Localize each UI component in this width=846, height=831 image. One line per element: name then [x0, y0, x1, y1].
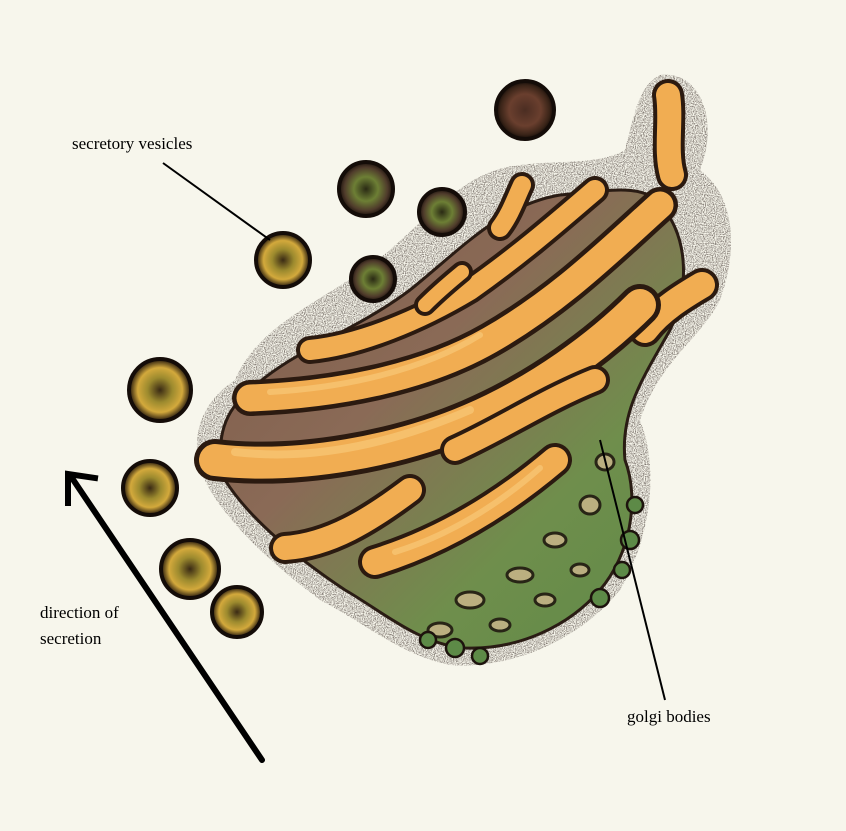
vesicle [496, 81, 554, 139]
golgi-bodies-label: golgi bodies [627, 704, 711, 730]
vesicle [129, 359, 191, 421]
vesicle [256, 233, 310, 287]
vesicle [212, 587, 262, 637]
secretory-vesicles-label: secretory vesicles [72, 131, 192, 157]
direction-of-secretion-label: direction of secretion [40, 600, 119, 652]
vesicle [161, 540, 219, 598]
vesicle [419, 189, 465, 235]
direction-label-line-1: direction of [40, 600, 119, 626]
vesicle [351, 257, 395, 301]
direction-label-line-2: secretion [40, 626, 119, 652]
vesicle [123, 461, 177, 515]
leader-line-vesicles [163, 163, 270, 240]
vesicle [339, 162, 393, 216]
